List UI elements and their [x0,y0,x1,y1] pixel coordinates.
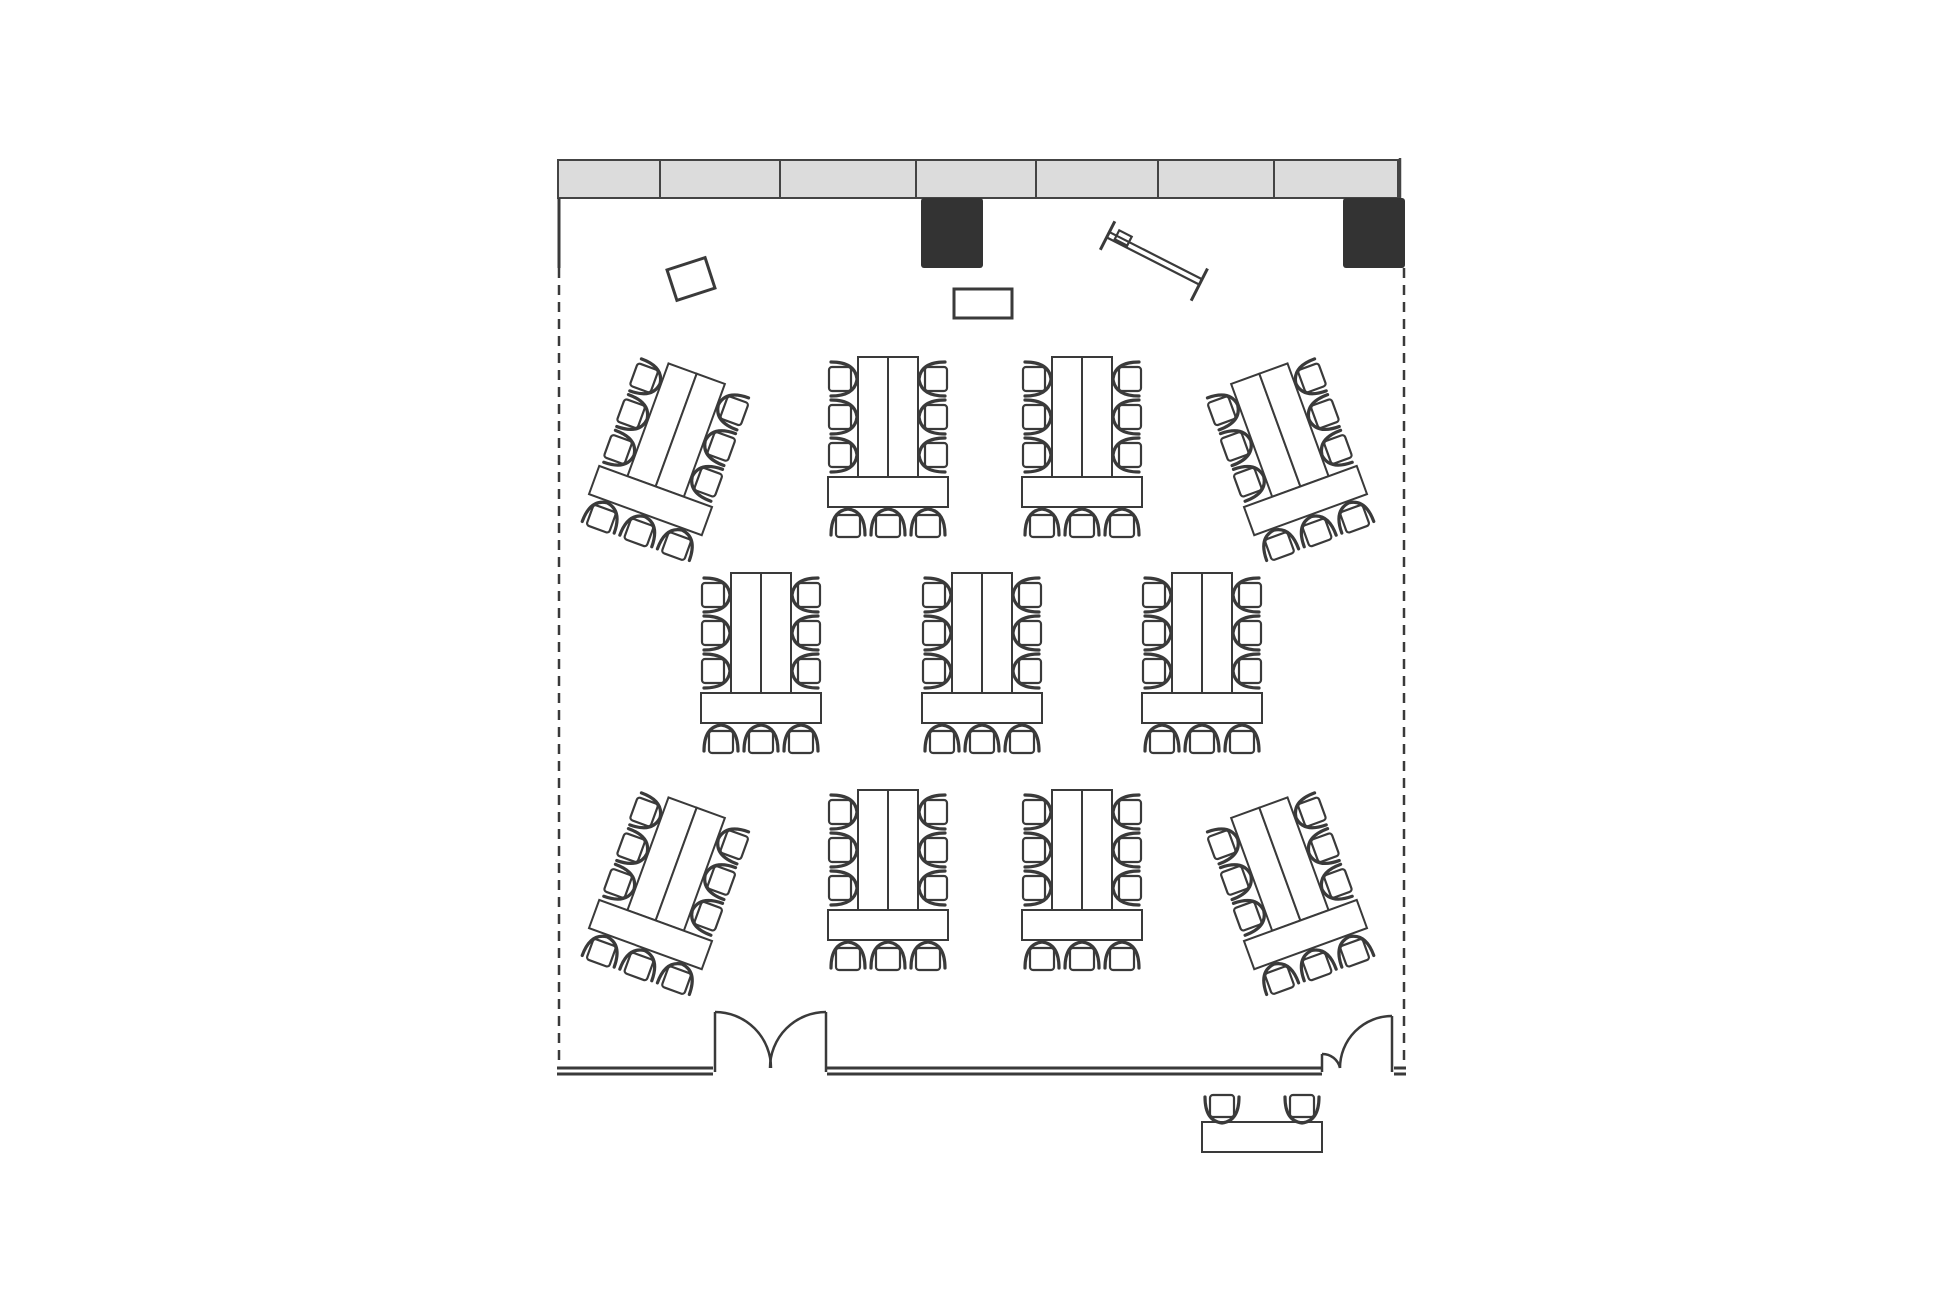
window-pane [659,159,781,199]
table-pod [1142,573,1262,753]
structural-column [1343,198,1405,268]
window-pane [1157,159,1275,199]
table-pod [579,353,753,563]
table-pod [1203,787,1377,997]
table-pod [1203,353,1377,563]
double-door [713,1010,828,1072]
window-pane [1035,159,1159,199]
table-pod [701,573,821,753]
window-pane [915,159,1037,199]
table-pod [828,790,948,970]
table-pod [1022,357,1142,537]
registration-table [1201,1093,1323,1153]
table-pod [922,573,1042,753]
room-walls [557,198,1406,1076]
window-pane [1273,159,1399,199]
structural-column [921,198,983,268]
table-pod [1022,790,1142,970]
single-door [1320,1014,1394,1072]
window-pane [557,159,661,199]
table-pod [828,357,948,537]
small-angled-table [665,255,717,303]
presenter-table [952,287,1014,320]
seating-pods [579,353,1378,997]
window-wall [557,158,1402,200]
projector-screen-icon [1098,220,1209,302]
table-pod [579,787,753,997]
window-pane [779,159,917,199]
